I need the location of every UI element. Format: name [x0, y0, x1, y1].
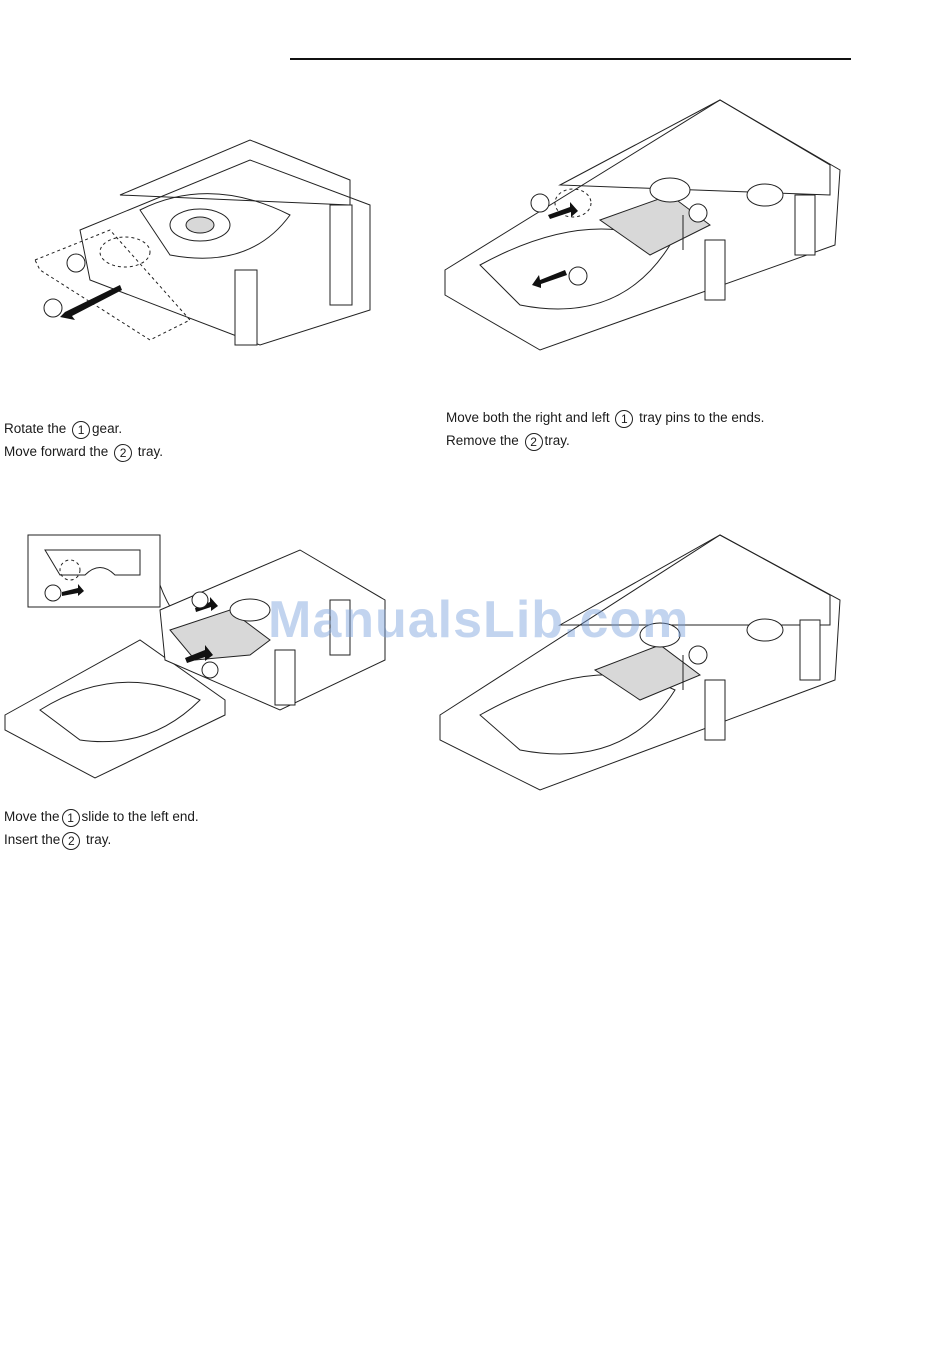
callout-circle: [531, 194, 549, 212]
callout-circle: [689, 646, 707, 664]
header-rule: [290, 58, 851, 60]
caption-text: Move both the right and left: [446, 410, 613, 425]
caption-text: Insert the: [4, 832, 60, 847]
step-number-badge: 2: [62, 832, 80, 850]
step-number-badge: 1: [72, 421, 90, 439]
caption-text: tray pins to the ends.: [635, 410, 764, 425]
figure-move-tray-pins: [440, 95, 850, 355]
caption-move-tray-pins: Move both the right and left 1 tray pins…: [446, 406, 764, 452]
figure-rotate-gear: [30, 120, 380, 355]
caption-text: Rotate the: [4, 421, 70, 436]
caption-text: Move the: [4, 809, 60, 824]
callout-circle: [44, 299, 62, 317]
callout-circle: [192, 592, 208, 608]
caption-text: tray.: [545, 433, 570, 448]
caption-text: tray.: [134, 444, 163, 459]
step-number-badge: 1: [615, 410, 633, 428]
callout-circle: [45, 585, 61, 601]
caption-line: Move both the right and left 1 tray pins…: [446, 406, 764, 429]
step-number-badge: 2: [525, 433, 543, 451]
caption-text: slide to the left end.: [82, 809, 199, 824]
callout-circle: [67, 254, 85, 272]
caption-text: Move forward the: [4, 444, 112, 459]
figure-move-slide: [0, 530, 390, 780]
caption-text: tray.: [82, 832, 111, 847]
caption-text: Remove the: [446, 433, 523, 448]
callout-circle: [689, 204, 707, 222]
step-number-badge: 2: [114, 444, 132, 462]
callout-circle: [569, 267, 587, 285]
step-number-badge: 1: [62, 809, 80, 827]
watermark: ManualsLib.com: [268, 590, 689, 650]
callout-circle: [202, 662, 218, 678]
caption-text: gear.: [92, 421, 122, 436]
figure-tray-installed: [435, 530, 845, 792]
caption-line: Move forward the 2 tray.: [4, 440, 163, 463]
